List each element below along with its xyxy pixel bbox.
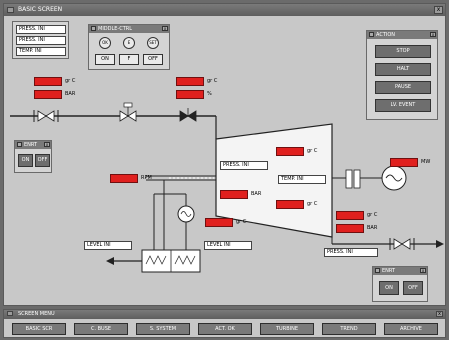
screen-menu-window: SCREEN MENU x BASIC SCR C. BUSE S. SYSTE… — [3, 309, 446, 338]
value-box-rpm[interactable] — [110, 174, 138, 183]
menu-basic-screen-button[interactable]: BASIC SCR — [12, 323, 66, 335]
e-round-button[interactable]: E — [123, 37, 135, 49]
middle-control-panel: MIDDLE-CTRL x OK E SET ON F OFF — [88, 24, 170, 70]
right-on-button[interactable]: ON — [379, 281, 399, 295]
unit-bar: BAR — [65, 91, 76, 97]
heat-exchanger-icon — [141, 249, 201, 273]
close-icon[interactable]: x — [430, 32, 436, 37]
unit-percent: % — [207, 91, 212, 97]
close-icon[interactable]: x — [44, 142, 50, 147]
value-box-pump-temp[interactable] — [205, 218, 233, 227]
f-button[interactable]: F — [119, 54, 139, 65]
off-button[interactable]: OFF — [143, 54, 163, 65]
value-box-percent[interactable] — [176, 90, 204, 99]
left-enrt-title: ENRT — [24, 142, 38, 148]
value-box-outlet-temp[interactable] — [336, 211, 364, 220]
process-diagram — [10, 102, 444, 273]
label-temp-ini: TEMP. INI — [16, 47, 66, 56]
value-box-temp-2[interactable] — [176, 77, 204, 86]
action-title: ACTION — [376, 32, 396, 38]
unit-deg-c: gr C — [367, 212, 378, 218]
label-level-left: LEVEL INI — [84, 241, 132, 250]
valve-2-icon — [119, 102, 137, 122]
label-press-ini-2: PRESS. INI — [16, 36, 66, 45]
value-box-turbine-temp-2[interactable] — [276, 200, 304, 209]
unit-deg-c: gr C — [307, 148, 318, 154]
level-event-button[interactable]: LV. EVENT — [375, 99, 431, 112]
pump-icon — [177, 205, 195, 223]
left-enrt-panel: ENRT x ON OFF — [14, 140, 52, 173]
panel-menu-icon[interactable] — [17, 142, 22, 147]
right-enrt-panel: ENRT x ON OFF — [372, 266, 428, 302]
halt-button[interactable]: HALT — [375, 63, 431, 76]
unit-deg-c: gr C — [65, 78, 76, 84]
right-off-button[interactable]: OFF — [403, 281, 423, 295]
pause-button[interactable]: PAUSE — [375, 81, 431, 94]
window-menu-icon[interactable] — [7, 7, 14, 13]
label-press-inlet: PRESS. INI — [220, 161, 268, 170]
unit-mw: MW — [421, 159, 431, 165]
left-on-button[interactable]: ON — [18, 154, 33, 167]
menu-trend-button[interactable]: TREND — [322, 323, 376, 335]
value-box-mw[interactable] — [390, 158, 418, 167]
stop-button[interactable]: STOP — [375, 45, 431, 58]
panel-menu-icon[interactable] — [375, 268, 380, 273]
left-off-button[interactable]: OFF — [35, 154, 50, 167]
unit-rpm: RPM — [141, 175, 152, 181]
right-enrt-title: ENRT — [382, 268, 396, 274]
on-button[interactable]: ON — [95, 54, 115, 65]
coupling-icon — [345, 169, 361, 189]
arrow-left-icon — [106, 257, 114, 265]
value-box-turbine-bar[interactable] — [220, 190, 248, 199]
generator-icon — [381, 165, 407, 191]
middle-control-titlebar[interactable]: MIDDLE-CTRL x — [89, 25, 169, 33]
unit-bar: BAR — [367, 225, 378, 231]
menu-s-system-button[interactable]: S. SYSTEM — [136, 323, 190, 335]
close-icon[interactable]: x — [162, 26, 168, 31]
menu-c-buse-button[interactable]: C. BUSE — [74, 323, 128, 335]
unit-bar: BAR — [251, 191, 262, 197]
valve-3-icon — [179, 108, 197, 122]
panel-menu-icon[interactable] — [369, 32, 374, 37]
close-icon[interactable]: x — [434, 6, 443, 14]
unit-deg-c: gr C — [236, 219, 247, 225]
label-level-right: LEVEL INI — [204, 241, 252, 250]
label-press-outlet: PRESS. INI — [324, 248, 378, 257]
menu-act-ok-button[interactable]: ACT. OK — [198, 323, 252, 335]
right-enrt-titlebar[interactable]: ENRT x — [373, 267, 427, 275]
label-temp-inlet: TEMP. INI — [278, 175, 326, 184]
valve-1-icon — [33, 110, 59, 122]
close-icon[interactable]: x — [436, 311, 443, 317]
menu-archive-button[interactable]: ARCHIVE — [384, 323, 438, 335]
arrow-right-icon — [436, 240, 444, 248]
screen-menu-title: SCREEN MENU — [18, 311, 55, 317]
set-round-button[interactable]: SET — [147, 37, 159, 49]
value-box-turbine-temp[interactable] — [276, 147, 304, 156]
main-window: BASIC SCREEN x PRESS. INI PRESS. INI TEM… — [3, 3, 446, 306]
middle-control-title: MIDDLE-CTRL — [98, 26, 133, 32]
close-icon[interactable]: x — [420, 268, 426, 273]
unit-deg-c: gr C — [307, 201, 318, 207]
screen-menu-titlebar[interactable]: SCREEN MENU x — [4, 310, 445, 319]
value-box-temp-1[interactable] — [34, 77, 62, 86]
value-box-bar-1[interactable] — [34, 90, 62, 99]
main-titlebar[interactable]: BASIC SCREEN x — [4, 4, 445, 16]
menu-turbine-button[interactable]: TURBINE — [260, 323, 314, 335]
valve-4-icon — [389, 238, 415, 250]
unit-deg-c: gr C — [207, 78, 218, 84]
value-box-outlet-bar[interactable] — [336, 224, 364, 233]
window-menu-icon[interactable] — [7, 311, 13, 316]
left-enrt-titlebar[interactable]: ENRT x — [15, 141, 51, 149]
action-titlebar[interactable]: ACTION x — [367, 31, 437, 39]
label-press-ini-1: PRESS. INI — [16, 25, 66, 34]
panel-menu-icon[interactable] — [91, 26, 96, 31]
ok-round-button[interactable]: OK — [99, 37, 111, 49]
window-title: BASIC SCREEN — [18, 6, 63, 13]
action-panel: ACTION x STOP HALT PAUSE LV. EVENT — [366, 30, 438, 120]
init-labels-panel: PRESS. INI PRESS. INI TEMP. INI — [12, 21, 69, 59]
